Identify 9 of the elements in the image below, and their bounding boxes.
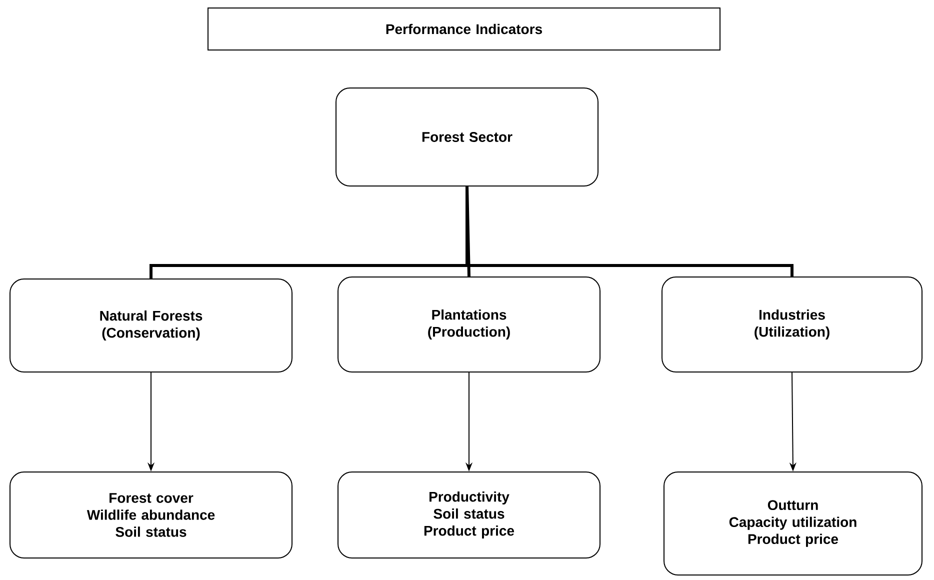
- indicator-box: Outturn Capacity utilization Product price: [664, 471, 922, 576]
- connector: [466, 186, 794, 276]
- indicator-box: Forest cover Wildlife abundance Soil status: [10, 471, 292, 558]
- category-box: Plantations (Production): [338, 276, 600, 372]
- category-box: Natural Forests (Conservation): [10, 278, 292, 372]
- heading-box: Performance Indicators: [208, 8, 720, 50]
- category-box: Industries (Utilization): [662, 276, 922, 372]
- indicator-box: Productivity Soil status Product price: [338, 471, 600, 558]
- sector-box: Forest Sector: [336, 87, 598, 186]
